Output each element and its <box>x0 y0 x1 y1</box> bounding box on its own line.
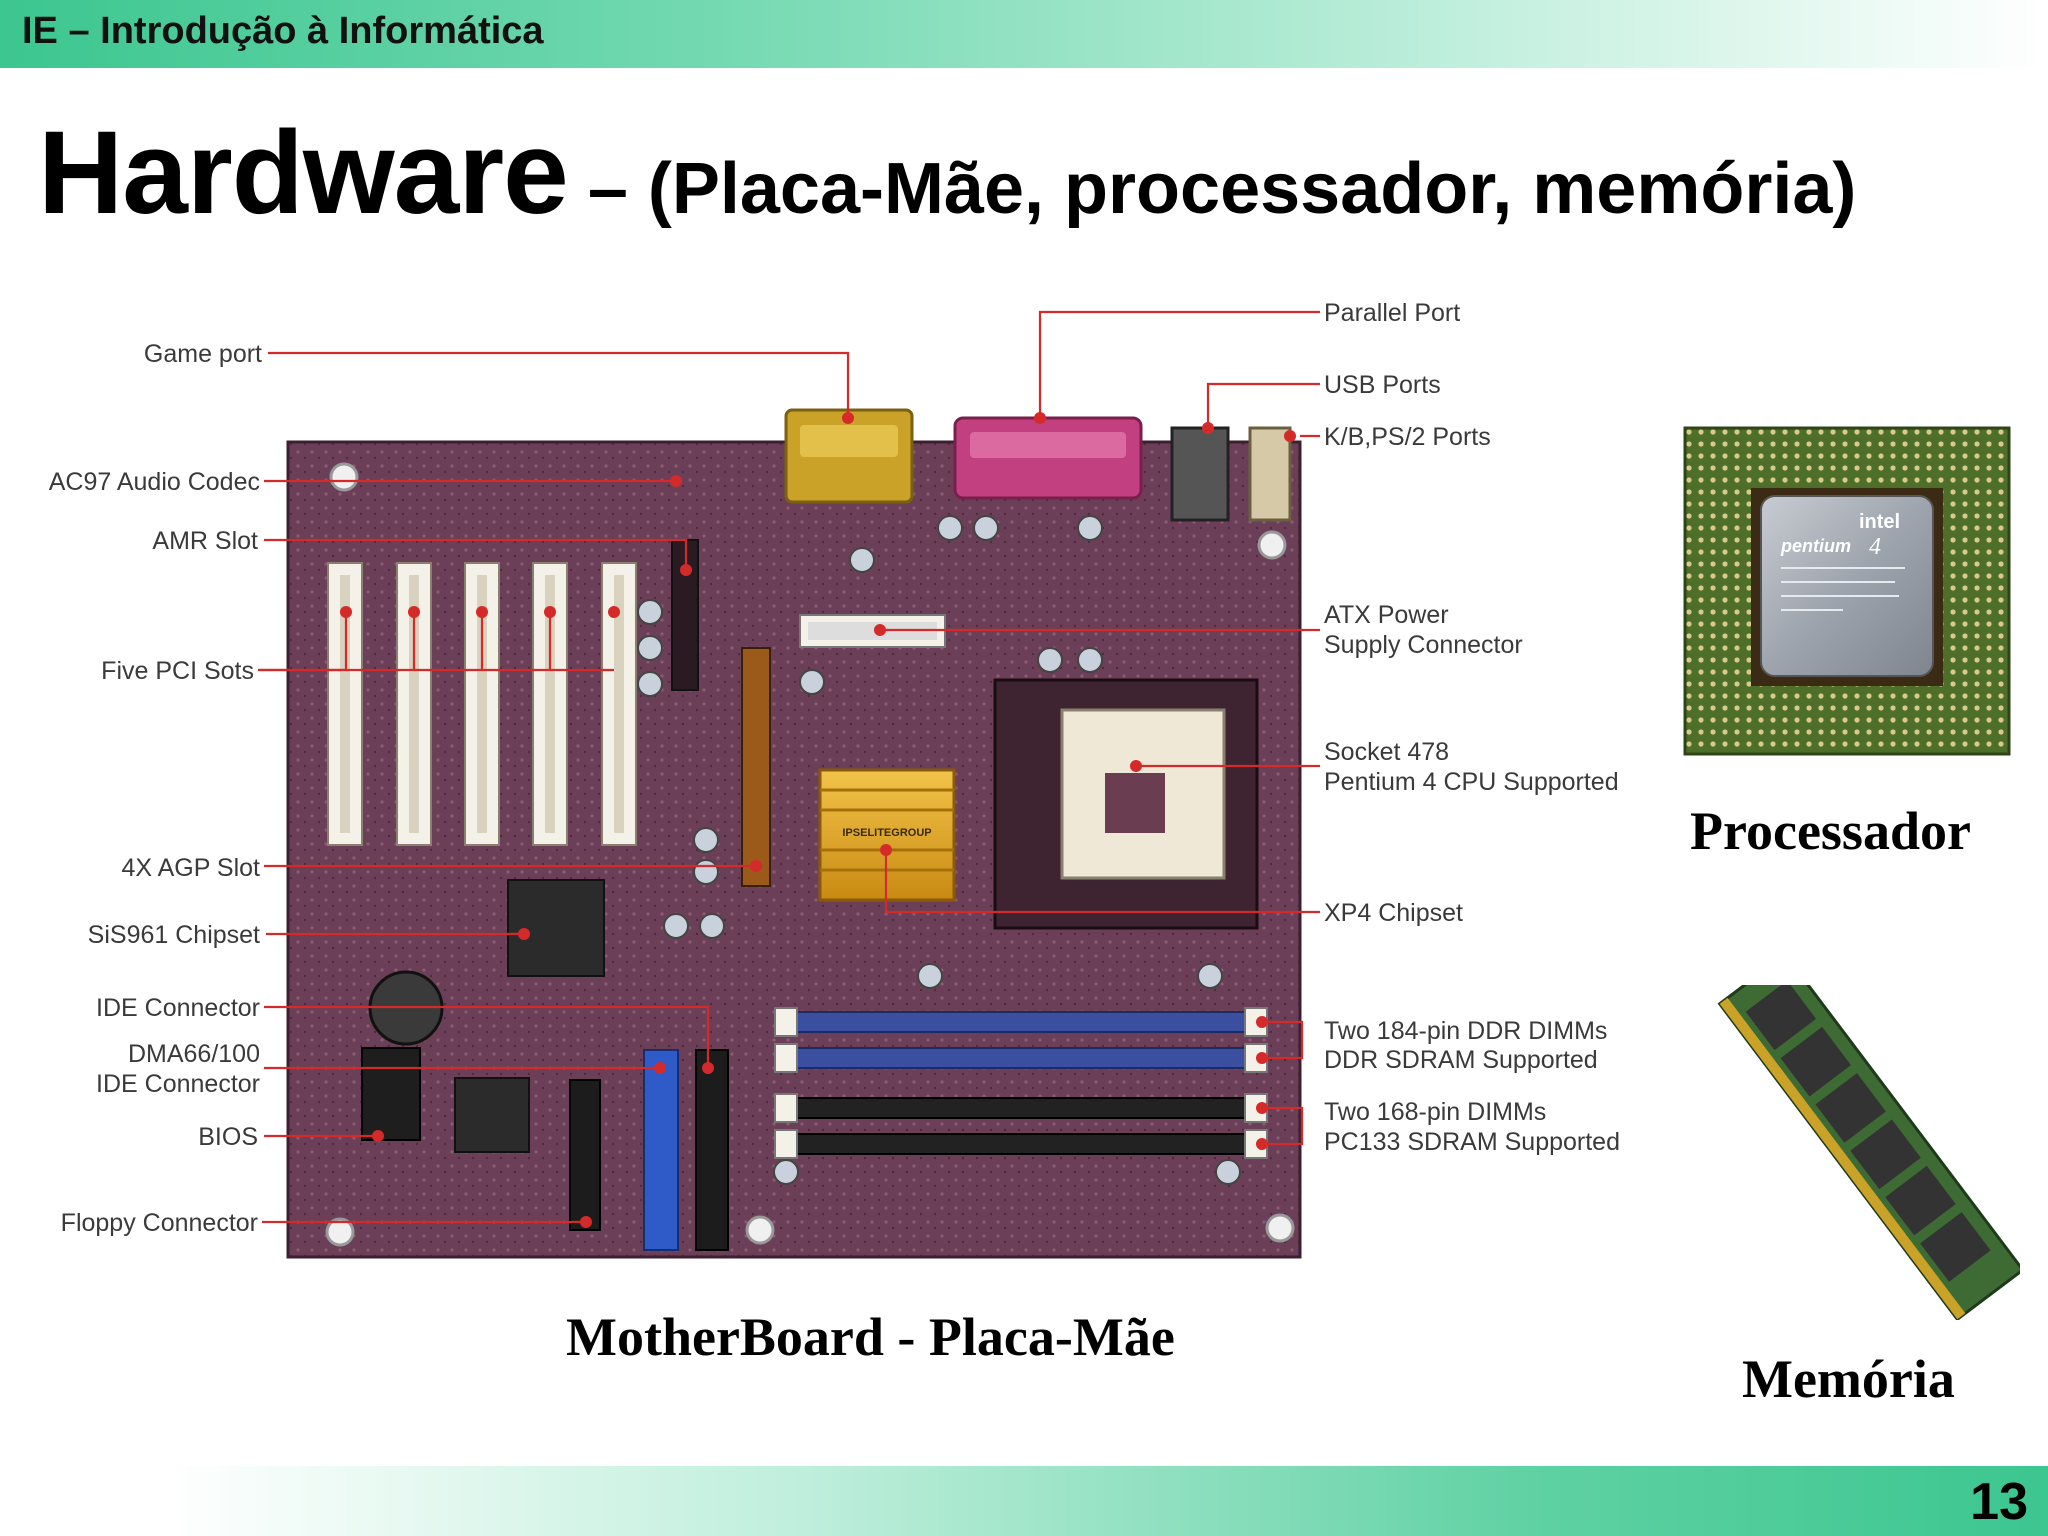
cpu-model-text: pentium <box>1780 536 1851 556</box>
sis-chipset <box>507 879 605 977</box>
slide-title: Hardware – (Placa-Mãe, processador, memó… <box>38 105 1856 241</box>
footer-bar <box>0 1466 2048 1536</box>
capacitors <box>637 515 1241 1185</box>
floppy-connector <box>569 1079 601 1231</box>
ide-connector-blue <box>643 1049 679 1251</box>
chipset-logo-text: IPSELITEGROUP <box>842 827 931 839</box>
page-number: 13 <box>1970 1473 2028 1531</box>
usb-connector <box>1170 426 1230 522</box>
label-pentium4-supported: Pentium 4 CPU Supported <box>1324 768 1619 796</box>
label-amr-slot: AMR Slot <box>152 527 258 555</box>
course-title: IE – Introdução à Informática <box>22 10 544 52</box>
label-xp4-chipset: XP4 Chipset <box>1324 899 1463 927</box>
agp-slot <box>741 647 771 887</box>
label-ac97-codec: AC97 Audio Codec <box>49 468 260 496</box>
cpu-brand-text: intel <box>1859 511 1900 533</box>
label-ddr-dimms: Two 184-pin DDR DIMMs <box>1324 1017 1607 1045</box>
memory-module-image <box>1717 985 2020 1320</box>
label-ps2-ports: K/B,PS/2 Ports <box>1324 423 1491 451</box>
bios-chip <box>361 1047 421 1141</box>
slide-title-sub: – (Placa-Mãe, processador, memória) <box>567 149 1857 229</box>
motherboard-caption: MotherBoard - Placa-Mãe <box>566 1307 1175 1367</box>
label-usb-ports: USB Ports <box>1324 371 1441 399</box>
label-bios: BIOS <box>198 1123 258 1151</box>
label-dma66: DMA66/100 <box>128 1040 260 1068</box>
ide-connector-black <box>695 1049 729 1251</box>
ps2-connector <box>1248 426 1292 522</box>
motherboard-diagram: IPSELITEGROUP <box>49 299 1620 1259</box>
label-floppy-connector: Floppy Connector <box>61 1209 258 1237</box>
leader-lines <box>258 310 1320 1224</box>
label-168pin-dimms: Two 168-pin DIMMs <box>1324 1098 1546 1126</box>
label-game-port: Game port <box>144 340 262 368</box>
label-parallel-port: Parallel Port <box>1324 299 1460 327</box>
cpu-model-number: 4 <box>1869 534 1881 560</box>
header-bar <box>0 0 2048 68</box>
cpu-heat-spreader <box>1760 495 1934 677</box>
memory-caption: Memória <box>1742 1349 1955 1409</box>
label-atx-supply-connector: Supply Connector <box>1324 631 1523 659</box>
label-socket-478: Socket 478 <box>1324 738 1449 766</box>
label-atx-power: ATX Power <box>1324 601 1449 629</box>
leader-dots <box>340 412 1296 1228</box>
label-dma-ide-connector: IDE Connector <box>96 1070 260 1098</box>
label-agp-slot: 4X AGP Slot <box>121 854 260 882</box>
label-ide-connector: IDE Connector <box>96 994 260 1022</box>
label-sis-chipset: SiS961 Chipset <box>88 921 260 949</box>
label-pci-slots: Five PCI Sots <box>101 657 254 685</box>
processor-caption: Processador <box>1690 801 1971 861</box>
processor-image: intel pentium 4 <box>1683 426 2011 756</box>
label-pc133-sdram: PC133 SDRAM Supported <box>1324 1128 1620 1156</box>
label-ddr-sdram: DDR SDRAM Supported <box>1324 1046 1598 1074</box>
slide-title-main: Hardware <box>38 107 569 239</box>
